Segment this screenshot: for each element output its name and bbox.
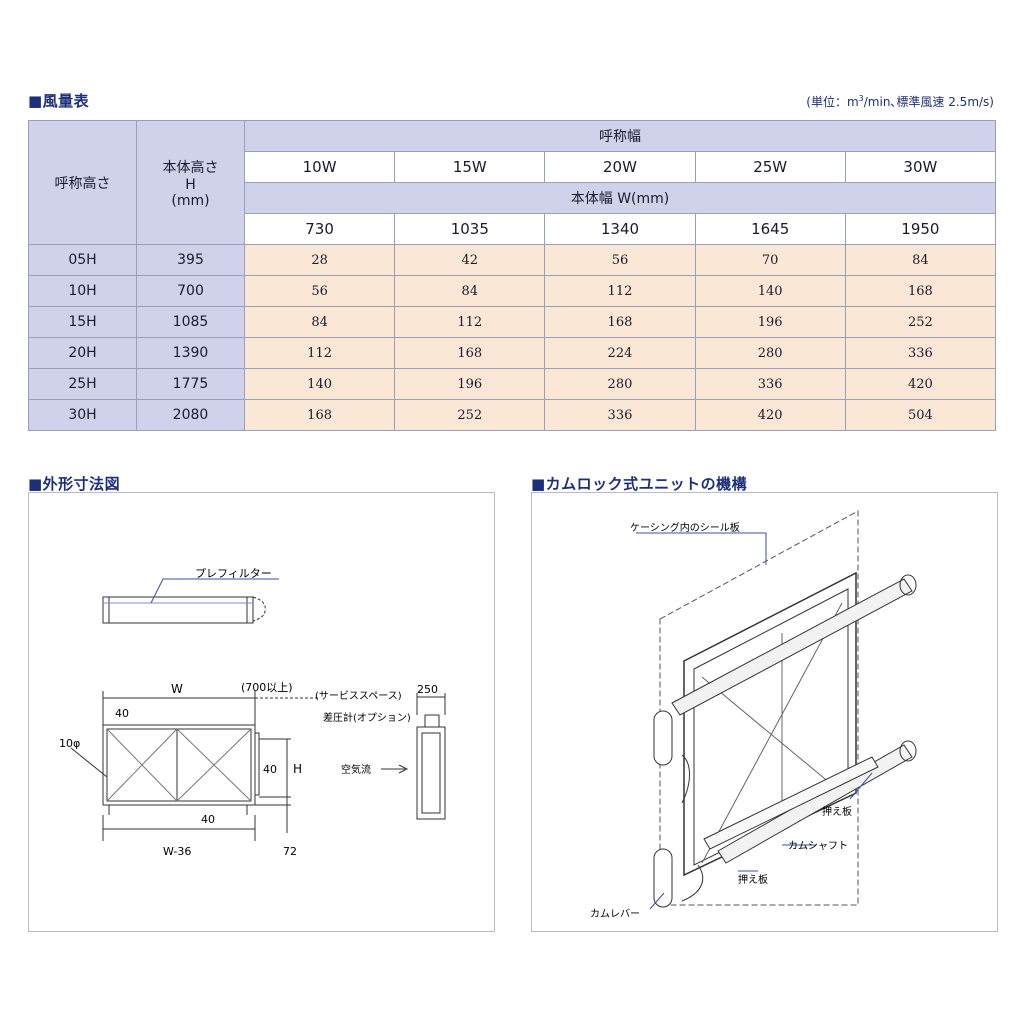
press1-label: 押え板 [822,805,852,818]
flow-value: 168 [844,275,997,307]
flow-value: 70 [694,244,846,276]
row-nominal-height: 15H [28,306,137,338]
flow-value: 168 [394,337,546,369]
w36-label: W-36 [163,845,191,858]
camlock-panel: ケーシング内のシール板 押え板 カムシャフト 押え板 カムレバー [531,492,998,932]
row-body-height: 395 [136,244,245,276]
header-body-height: 本体高さ H (mm) [136,120,245,245]
flow-value: 504 [844,399,997,431]
width-code-3: 25W [694,151,846,183]
flow-value: 84 [394,275,546,307]
dim-40-bottom: 40 [201,813,215,826]
prefilter-shape [102,596,254,624]
width-mm-3: 1645 [694,213,846,245]
flow-value: 196 [394,368,546,400]
flow-value: 56 [243,275,396,307]
h-label: H [293,762,302,776]
press2-label: 押え板 [738,873,768,886]
service-label: (700以上) [241,681,293,694]
dim-40-side: 40 [263,763,277,776]
width-mm-2: 1340 [544,213,696,245]
header-nominal-width: 呼称幅 [244,120,996,152]
header-body-width: 本体幅 W(mm) [244,182,996,214]
width-mm-4: 1950 [844,213,997,245]
width-code-1: 15W [394,151,546,183]
flow-value: 56 [544,244,696,276]
flow-value: 168 [544,306,696,338]
width-code-0: 10W [243,151,396,183]
flow-value: 140 [243,368,396,400]
row-body-height: 1085 [136,306,245,338]
row-nominal-height: 05H [28,244,137,276]
flow-value: 280 [694,337,846,369]
flow-value: 336 [544,399,696,431]
flow-value: 84 [844,244,997,276]
camlock-title: ■カムロック式ユニットの機構 [531,475,748,493]
side-frame [416,726,446,820]
flow-value: 196 [694,306,846,338]
flow-table-title: ■風量表 [28,92,90,110]
flow-value: 42 [394,244,546,276]
width-code-2: 20W [544,151,696,183]
flow-value: 84 [243,306,396,338]
seal-label: ケーシング内のシール板 [630,521,740,534]
flow-value: 168 [243,399,396,431]
dim-72-label: 72 [283,845,297,858]
hole-label: 10φ [59,737,80,750]
width-code-4: 30W [844,151,997,183]
service-space-label: (サービススペース) [315,690,402,702]
front-frame [102,724,256,806]
row-nominal-height: 10H [28,275,137,307]
flow-value: 112 [394,306,546,338]
flow-value: 140 [694,275,846,307]
row-nominal-height: 30H [28,399,137,431]
airflow-label: 空気流 [341,763,371,776]
outline-title: ■外形寸法図 [28,475,121,493]
outline-drawing: プレフィルター W (700以上) (サービススペース) 250 差圧計(オプシ… [59,567,446,858]
row-body-height: 2080 [136,399,245,431]
flow-value: 420 [844,368,997,400]
flow-value: 420 [694,399,846,431]
dim-40-top: 40 [115,707,129,720]
flow-value: 252 [394,399,546,431]
row-nominal-height: 20H [28,337,137,369]
width-mm-1: 1035 [394,213,546,245]
row-nominal-height: 25H [28,368,137,400]
lever-label: カムレバー [590,908,640,920]
camlock-drawing: ケーシング内のシール板 押え板 カムシャフト 押え板 カムレバー [590,510,917,920]
flow-value: 224 [544,337,696,369]
flow-value: 112 [544,275,696,307]
shaft-label: カムシャフト [788,840,848,852]
flow-value: 252 [844,306,997,338]
flow-value: 112 [243,337,396,369]
depth-label: 250 [417,683,438,696]
flow-value: 336 [844,337,997,369]
header-nominal-height: 呼称高さ [28,120,137,245]
row-body-height: 1390 [136,337,245,369]
width-mm-0: 730 [243,213,396,245]
row-body-height: 1775 [136,368,245,400]
unit-note: (単位：m3/min､標準風速 2.5m/s) [806,94,994,109]
w-label: W [171,682,183,696]
prefilter-label: プレフィルター [195,567,272,580]
flow-value: 336 [694,368,846,400]
gauge-label: 差圧計(オプション) [323,711,411,724]
flow-value: 28 [243,244,396,276]
row-body-height: 700 [136,275,245,307]
flow-value: 280 [544,368,696,400]
outline-panel: プレフィルター W (700以上) (サービススペース) 250 差圧計(オプシ… [28,492,495,932]
